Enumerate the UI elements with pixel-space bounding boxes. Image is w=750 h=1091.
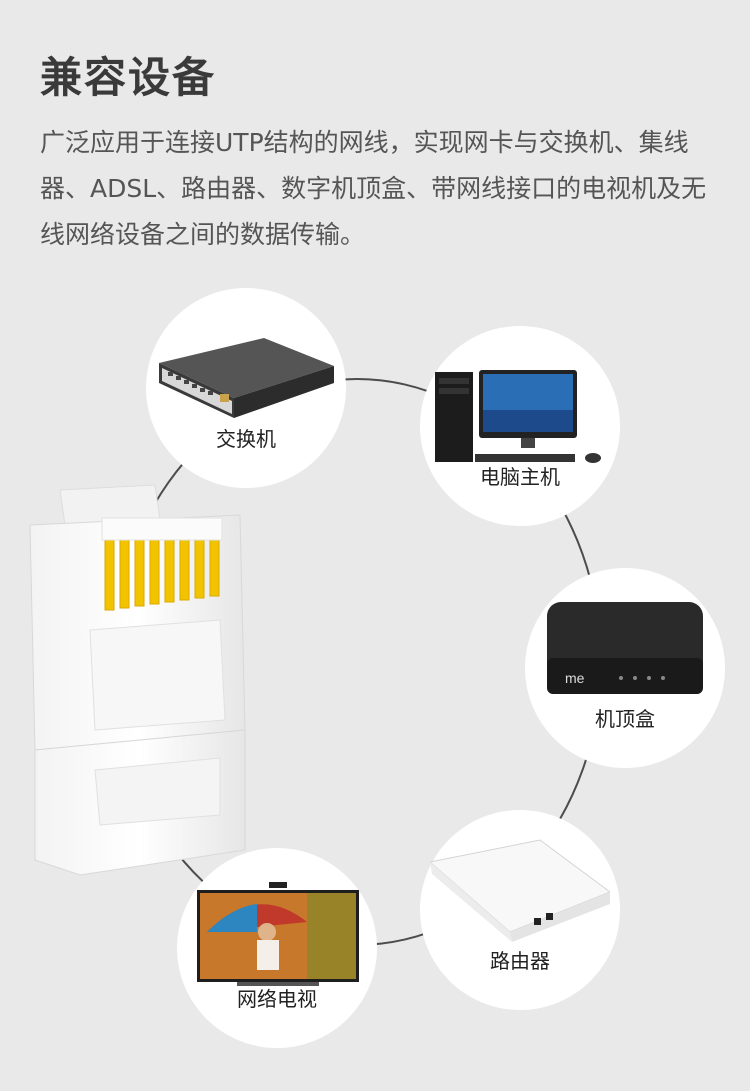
device-label: 网络电视 (237, 987, 317, 1011)
svg-text:me: me (565, 670, 585, 686)
device-label: 交换机 (216, 427, 276, 451)
computer-image (435, 370, 601, 463)
switch-device: 交换机 (146, 288, 346, 488)
device-label: 电脑主机 (480, 465, 560, 489)
computer-device: 电脑主机 (420, 326, 620, 526)
rj45-connector-image (29, 484, 246, 876)
router-image (430, 839, 610, 942)
set-top-box-image: me (547, 602, 703, 694)
switch-image (159, 338, 334, 418)
set-top-box-device: me 机顶盒 (525, 568, 725, 768)
network-tv-device: 网络电视 (177, 848, 377, 1048)
router-device: 路由器 (420, 810, 620, 1010)
network-tv-image (197, 882, 359, 986)
section-description: 广泛应用于连接UTP结构的网线，实现网卡与交换机、集线器、ADSL、路由器、数字… (40, 128, 707, 249)
device-label: 机顶盒 (595, 707, 655, 731)
section-title: 兼容设备 (40, 53, 217, 102)
device-label: 路由器 (490, 949, 550, 973)
